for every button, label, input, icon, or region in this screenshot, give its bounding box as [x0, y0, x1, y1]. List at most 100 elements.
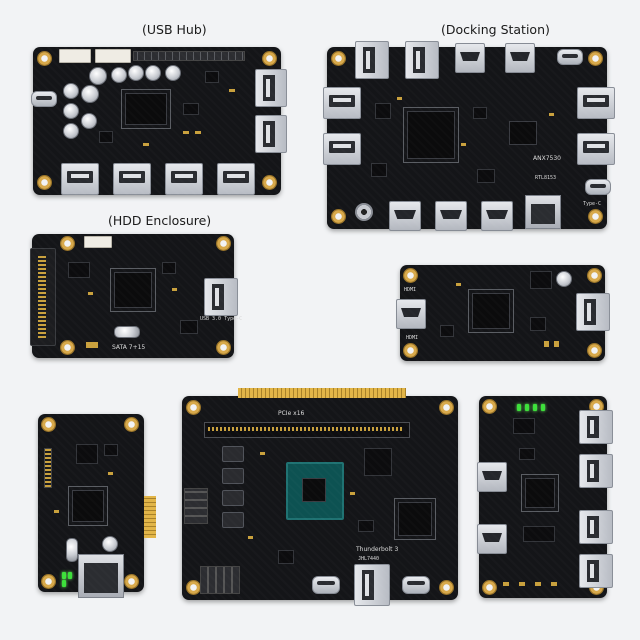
smd-pad: [549, 113, 554, 116]
jst-connector: [95, 49, 131, 63]
chip-label: RTL8153: [535, 175, 557, 181]
smd-pad: [544, 341, 549, 347]
docking-station-board: ANX7530 RTL8153 Type-C: [323, 41, 615, 231]
usb-a-port: [113, 163, 151, 195]
hdmi-port: [396, 299, 426, 329]
capacitor: [128, 65, 144, 81]
mounting-hole: [186, 400, 201, 415]
pcie-gold-fingers: [144, 496, 156, 538]
smd-pad: [183, 131, 189, 134]
status-led: [62, 572, 66, 579]
ic: [530, 317, 546, 331]
smd-pad: [143, 143, 149, 146]
mounting-hole: [403, 268, 418, 283]
ic: [375, 103, 391, 119]
inductor: [222, 468, 244, 484]
smd-pad: [88, 292, 93, 295]
ic: [364, 448, 392, 476]
thunderbolt-pcie-board: PCIe x16 Thunderbolt 3 JHL7440: [182, 388, 458, 606]
pin-header: [133, 51, 245, 61]
hdmi-controller-chip: [472, 293, 510, 329]
mounting-hole: [588, 51, 603, 66]
inductor: [222, 490, 244, 506]
ic: [205, 71, 219, 83]
mounting-hole: [262, 175, 277, 190]
ethernet-port: [78, 554, 124, 598]
mounting-hole: [124, 417, 139, 432]
status-led: [62, 580, 66, 587]
ic: [440, 325, 454, 337]
ic: [183, 103, 199, 115]
smd-pad: [551, 582, 557, 586]
usb-a-port: [61, 163, 99, 195]
capacitor: [111, 67, 127, 83]
hdmi-adapter-board: HDMI HDMI: [396, 265, 610, 361]
ethernet-controller-chip: [72, 490, 104, 522]
pin-header: [44, 448, 52, 488]
ic: [509, 121, 537, 145]
usb-c-port: [31, 91, 57, 107]
mounting-hole: [331, 51, 346, 66]
smd-pad: [519, 582, 525, 586]
smd-pad: [503, 582, 509, 586]
mounting-hole: [587, 268, 602, 283]
usb-a-port: [204, 278, 238, 316]
mounting-hole: [37, 51, 52, 66]
switch-controller-chip: [525, 478, 555, 508]
usb-a-port: [579, 510, 613, 544]
status-led: [525, 404, 529, 411]
smd-pad: [86, 342, 98, 348]
usb-a-port: [405, 41, 439, 79]
usb-c-port: [402, 576, 430, 594]
usb-a-port: [579, 554, 613, 588]
sata-label: SATA 7+15: [112, 344, 146, 351]
capacitor: [556, 271, 572, 287]
ic: [473, 107, 487, 119]
smd-pad: [172, 288, 177, 291]
mounting-hole: [186, 580, 201, 595]
usb-a-port: [576, 293, 610, 331]
status-led: [517, 404, 521, 411]
capacitor: [89, 67, 107, 85]
mounting-hole: [482, 399, 497, 414]
usb-a-port: [354, 564, 390, 606]
capacitor: [63, 103, 79, 119]
ic: [278, 550, 294, 564]
ic: [358, 520, 374, 532]
jst-connector: [59, 49, 91, 63]
usb-a-port: [577, 133, 615, 165]
port-label: HDMI: [404, 287, 417, 293]
caption-docking-station: (Docking Station): [441, 22, 550, 37]
mounting-hole: [439, 400, 454, 415]
sata-pins: [38, 254, 46, 338]
ic: [530, 271, 552, 289]
caption-hdd-enclosure: (HDD Enclosure): [108, 213, 212, 228]
usb-a-port: [577, 87, 615, 119]
mounting-hole: [588, 209, 603, 224]
smd-pad: [554, 341, 559, 347]
smd-pad: [108, 472, 113, 475]
inductor: [222, 512, 244, 528]
capacitor: [81, 113, 97, 129]
power-connector: [184, 488, 208, 524]
hdmi-port: [477, 462, 507, 492]
capacitor: [165, 65, 181, 81]
ethernet-port: [525, 195, 561, 229]
mounting-hole: [331, 209, 346, 224]
usb-a-port: [165, 163, 203, 195]
usb-c-port: [312, 576, 340, 594]
capacitor: [81, 85, 99, 103]
usb-a-port: [255, 69, 287, 107]
pcie-x16-gold-fingers: [238, 388, 406, 398]
smd-pad: [54, 510, 59, 513]
hdmi-port: [477, 524, 507, 554]
mounting-hole: [439, 580, 454, 595]
chip-label: ANX7530: [533, 155, 561, 162]
pcie-slot-pins: [208, 427, 404, 431]
smd-pad: [229, 89, 235, 92]
mounting-hole: [482, 580, 497, 595]
ic: [68, 262, 90, 278]
sata-bridge-chip: [114, 272, 152, 308]
crystal: [114, 326, 140, 338]
ic: [162, 262, 176, 274]
